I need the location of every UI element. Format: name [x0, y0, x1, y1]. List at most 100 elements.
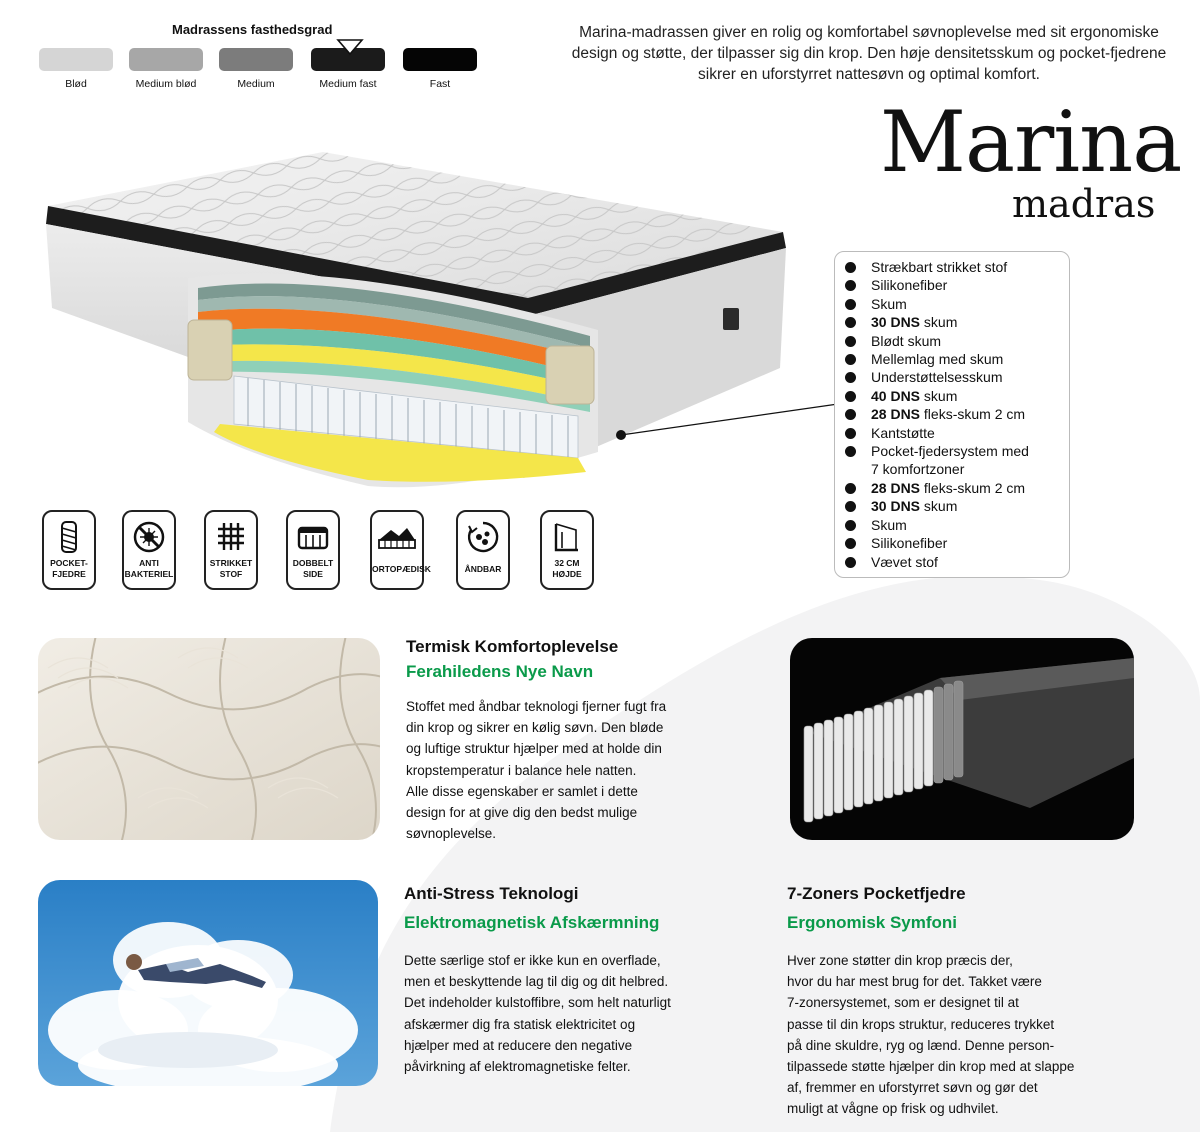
spring-coil — [823, 719, 834, 817]
pocket-spring-icon — [61, 521, 77, 553]
layer-item: Blødt skum — [845, 332, 1061, 350]
bullet-icon — [845, 409, 856, 421]
layer-item: 28 DNS fleks-skum 2 cm — [845, 405, 1061, 423]
bullet-icon — [845, 335, 856, 347]
double-sided-icon — [297, 526, 329, 550]
pocket-subtitle: Ergonomisk Symfoni — [787, 913, 958, 932]
anti-bacterial-icon — [133, 521, 165, 553]
body-line: design for at give dig den bedst mulige — [406, 805, 638, 821]
quilted-fabric-photo — [38, 638, 380, 840]
feature-label: ORTOPÆDISK — [372, 564, 431, 574]
layer-text: Skum — [871, 516, 907, 533]
body-line: muligt at vågne op frisk og udhvilet. — [787, 1101, 999, 1117]
bullet-icon — [845, 427, 856, 439]
knitted-fabric-icon — [218, 523, 244, 550]
firmness-level-medium-firm: Medium fast — [310, 48, 386, 90]
firmness-level-medium-soft: Medium blød — [128, 48, 204, 90]
layer-item: Strækbart strikket stof — [845, 258, 1061, 276]
firmness-level-soft: Blød — [38, 48, 114, 90]
layer-item: Silikonefiber — [845, 534, 1061, 552]
body-line: af, fremmer en uforstyrret søvn og gør d… — [787, 1080, 1038, 1096]
breathable-icon — [467, 521, 499, 553]
spring-coil — [903, 695, 914, 793]
feature-pocket-springs: POCKET-FJEDRE — [42, 510, 96, 590]
layer-text: Blødt skum — [871, 332, 942, 349]
layer-density: 28 DNS — [871, 406, 921, 423]
body-line: Hver zone støtter din krop præcis der, — [787, 953, 1013, 968]
firmness-level-firm: Fast — [402, 48, 478, 90]
feature-label: STRIKKET — [209, 558, 253, 568]
orthopedic-icon — [378, 528, 416, 549]
body-line: tilpassede støtte hjælper din krop med a… — [787, 1059, 1075, 1075]
body-line: afskærmer dig fra statisk elektricitet o… — [404, 1016, 636, 1032]
spring-coil — [853, 710, 864, 808]
feature-label: FJEDRE — [52, 569, 86, 579]
firmness-label: Medium blød — [135, 78, 197, 90]
height-icon — [554, 523, 578, 552]
layers-pointer-line — [616, 403, 839, 440]
bullet-icon — [845, 446, 856, 458]
feature-label: BAKTERIEL — [124, 569, 174, 579]
layer-density: 30 DNS — [871, 314, 921, 331]
layer-item: Silikonefiber — [845, 276, 1061, 294]
bullet-icon — [845, 538, 856, 550]
spring-coil — [913, 692, 924, 790]
firmness-title: Madrassens fasthedsgrad — [172, 22, 333, 37]
feature-label: ANTI — [139, 558, 159, 568]
spring-coil — [933, 686, 944, 784]
layer-text: skum — [920, 314, 958, 331]
pocket-body: Hver zone støtter din krop præcis der, h… — [787, 950, 1157, 1120]
feature-orthopedic: ORTOPÆDISK — [370, 510, 431, 590]
layer-text: fleks-skum 2 cm — [920, 479, 1026, 496]
firmness-scale: Blød Medium blød Medium Medium fast Fast — [38, 48, 488, 92]
layer-text: Understøttelsesskum — [871, 369, 1003, 386]
layer-item: 28 DNS fleks-skum 2 cm — [845, 479, 1061, 497]
antistress-title: Anti-Stress Teknologi — [404, 884, 579, 903]
body-line: hvor du har mest brug for det. Takket væ… — [787, 974, 1042, 990]
feature-label: SIDE — [303, 569, 323, 579]
spring-coil — [923, 689, 934, 787]
layer-text: Vævet stof — [871, 553, 938, 570]
feature-label: ÅNDBAR — [464, 564, 502, 574]
bullet-icon — [845, 482, 856, 494]
layer-item: Skum — [845, 516, 1061, 534]
body-line: på dine skuldre, ryg og lænd. Denne pers… — [787, 1037, 1055, 1053]
spring-coil — [873, 704, 884, 802]
layer-item: 40 DNS skum — [845, 387, 1061, 405]
firmness-swatch — [403, 48, 477, 71]
layer-text: Kantstøtte — [871, 424, 935, 441]
brand-title: Marina — [880, 93, 1182, 191]
body-line: Alle disse egenskaber er samlet i dette — [406, 783, 638, 799]
feature-label: 32 CM — [554, 558, 580, 568]
bullet-icon — [845, 262, 856, 273]
layer-item: 30 DNS skum — [845, 313, 1061, 331]
layer-item: 30 DNS skum — [845, 497, 1061, 515]
body-line: søvnoplevelse. — [406, 826, 497, 842]
antistress-body: Dette særlige stof er ikke kun en overfl… — [404, 950, 744, 1077]
thermal-title: Termisk Komfortoplevelse — [406, 637, 619, 656]
firmness-level-medium: Medium — [218, 48, 294, 90]
layer-item: Understøttelsesskum — [845, 368, 1061, 386]
layer-text: skum — [920, 498, 958, 515]
firmness-label: Blød — [65, 78, 87, 90]
spring-coil — [833, 716, 844, 814]
bullet-icon — [845, 519, 856, 531]
layer-text: Pocket-fjedersystem med — [871, 443, 1029, 460]
layer-density: 28 DNS — [871, 479, 921, 496]
layer-text: 7 komfortzoner — [871, 461, 965, 478]
feature-label: STOF — [219, 569, 243, 579]
spring-coil — [813, 722, 824, 820]
body-line: men et beskyttende lag til dig og dit he… — [404, 974, 669, 990]
body-line: Stoffet med åndbar teknologi fjerner fug… — [406, 699, 667, 714]
bullet-icon — [845, 390, 856, 402]
body-line: kropstemperatur i balance hele natten. — [406, 762, 637, 778]
spring-coil — [953, 680, 964, 778]
feature-label: DOBBELT — [292, 558, 334, 568]
pocket-springs-photo — [790, 638, 1134, 840]
layer-item: Mellemlag med skum — [845, 350, 1061, 368]
firmness-swatch — [39, 48, 113, 71]
spring-coil — [893, 698, 904, 796]
